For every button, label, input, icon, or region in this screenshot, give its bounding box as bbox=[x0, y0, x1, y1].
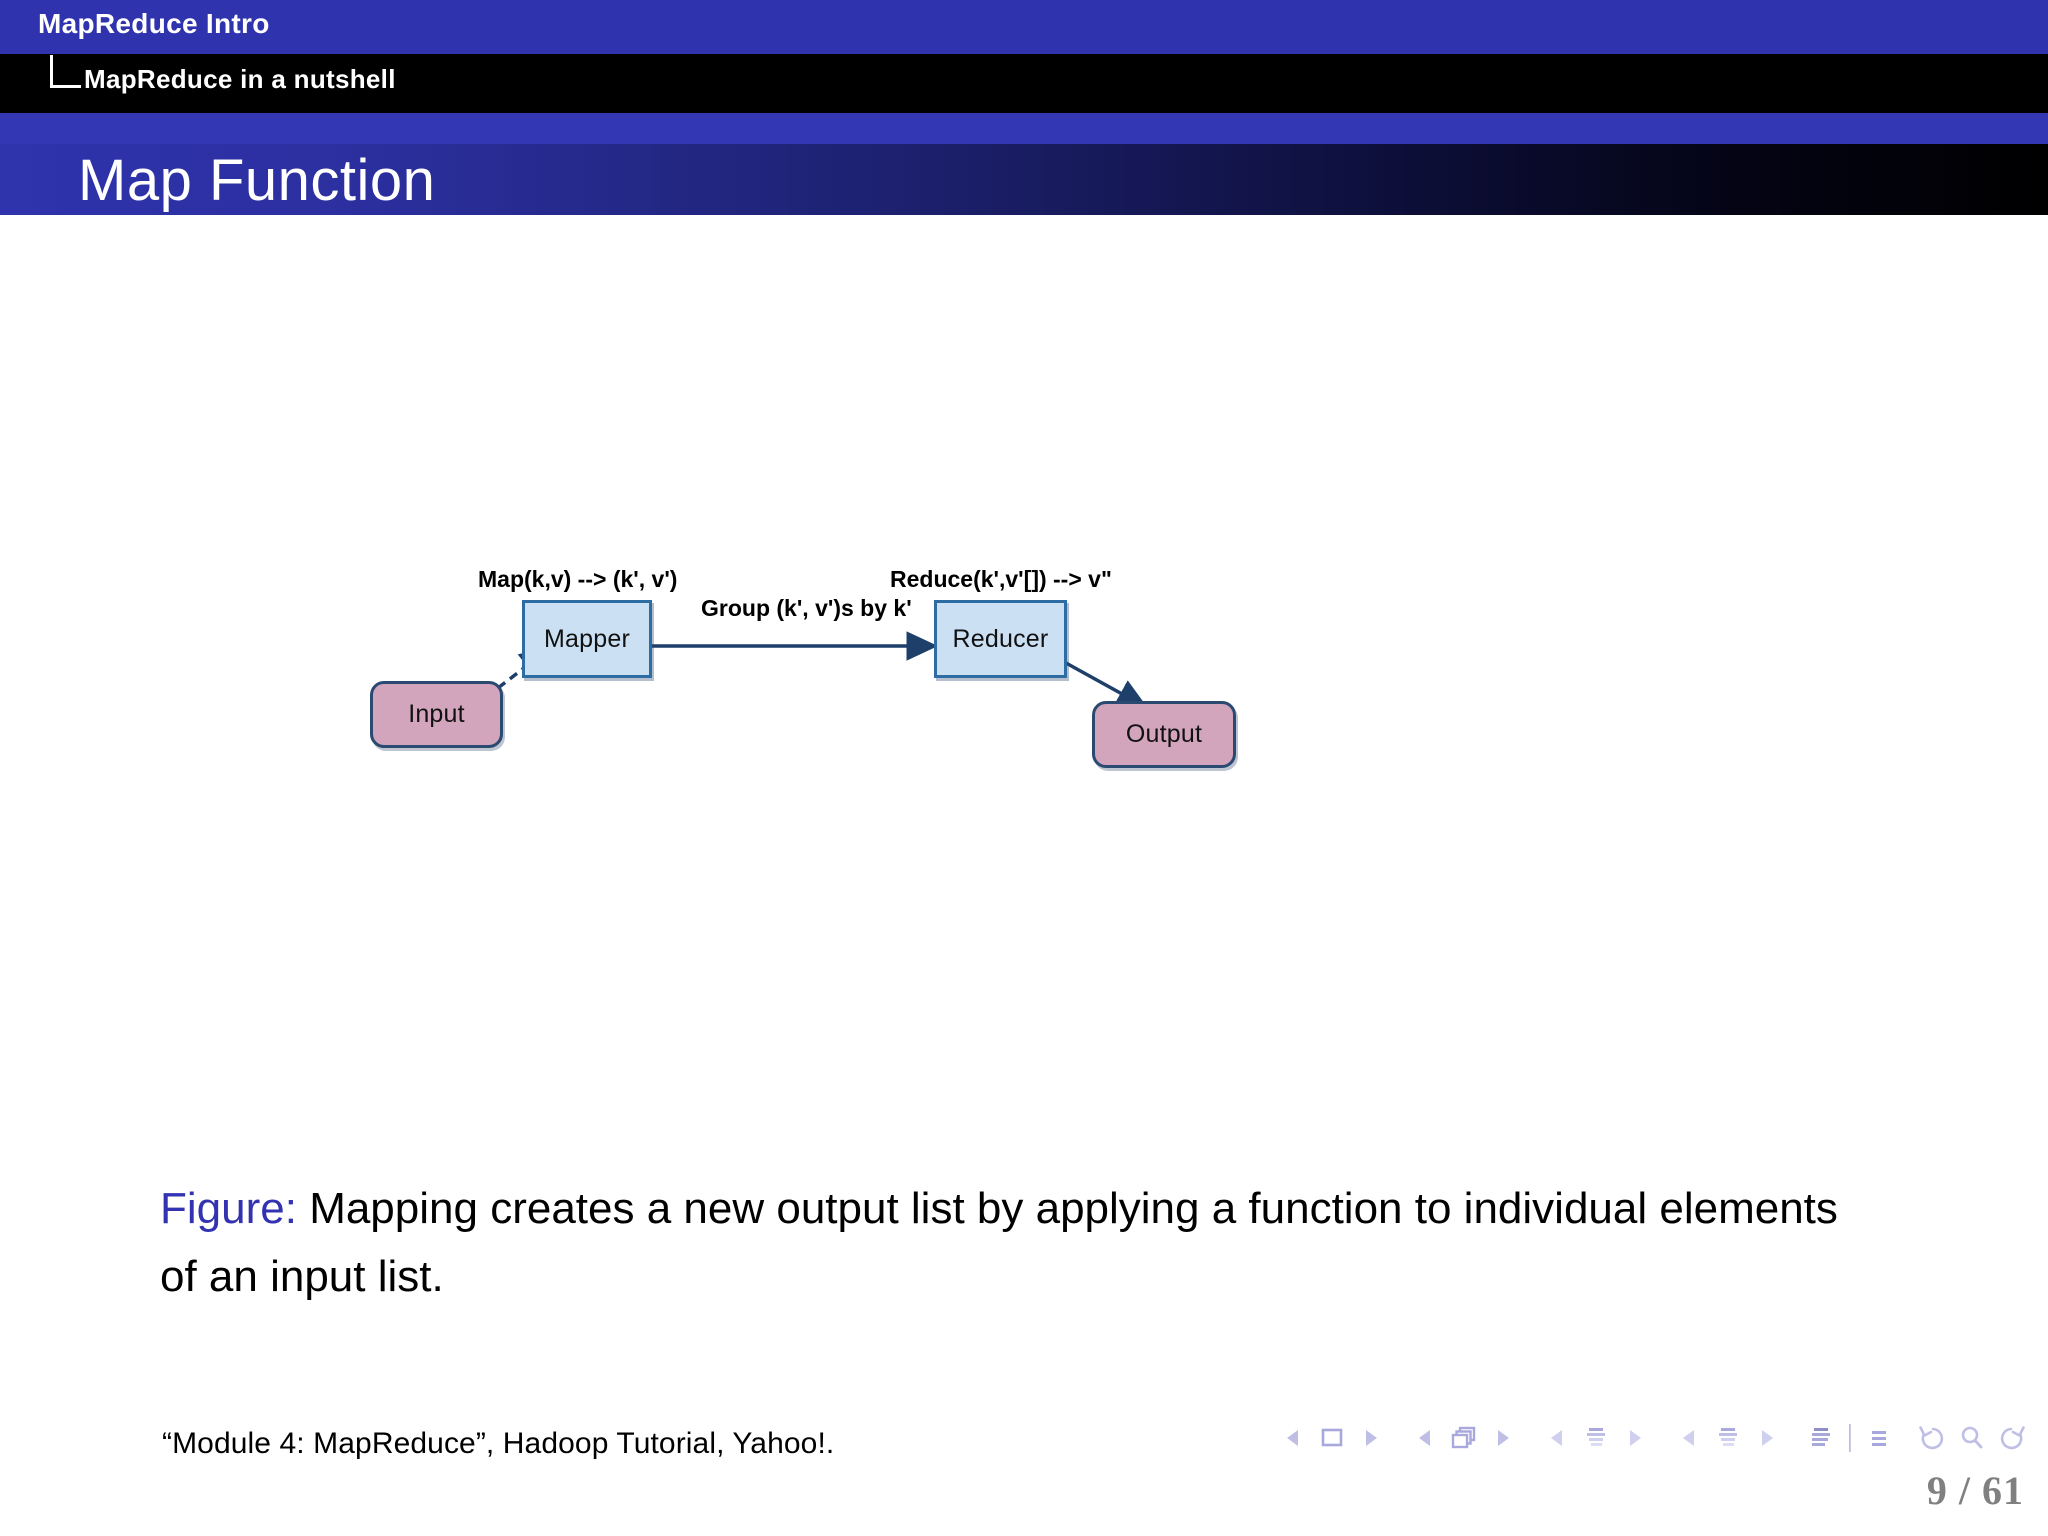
next-section-icon[interactable] bbox=[1752, 1421, 1782, 1455]
breadcrumb-subsection-group[interactable]: MapReduce in a nutshell bbox=[50, 55, 396, 96]
mapreduce-flow-diagram: Map(k,v) --> (k', v') Group (k', v')s by… bbox=[370, 555, 1590, 845]
breadcrumb-elbow-icon bbox=[50, 55, 81, 88]
frame-icon[interactable] bbox=[1449, 1421, 1479, 1455]
doc-begin-icon[interactable] bbox=[1806, 1421, 1836, 1455]
diagram-node-input[interactable]: Input bbox=[370, 681, 503, 748]
figure-caption: Figure: Mapping creates a new output lis… bbox=[160, 1175, 1840, 1311]
next-subsection-icon[interactable] bbox=[1620, 1421, 1650, 1455]
nav-group-document bbox=[1806, 1421, 1894, 1455]
slide-icon[interactable] bbox=[1317, 1421, 1347, 1455]
beamer-navigation-bar[interactable] bbox=[1278, 1416, 2034, 1460]
citation-footnote: “Module 4: MapReduce”, Hadoop Tutorial, … bbox=[162, 1427, 835, 1460]
slide-headline: MapReduce Intro MapReduce in a nutshell bbox=[0, 0, 2048, 113]
breadcrumb-section[interactable]: MapReduce Intro bbox=[38, 8, 270, 39]
nav-group-section bbox=[1674, 1421, 1782, 1455]
prev-frame-icon[interactable] bbox=[1410, 1421, 1440, 1455]
search-icon[interactable] bbox=[1957, 1421, 1987, 1455]
nav-group-history bbox=[1918, 1421, 2026, 1455]
section-icon[interactable] bbox=[1713, 1421, 1743, 1455]
prev-section-icon[interactable] bbox=[1674, 1421, 1704, 1455]
diagram-node-reducer-label: Reducer bbox=[952, 624, 1049, 653]
frame-title-gradient bbox=[0, 144, 2048, 215]
diagram-label-map: Map(k,v) --> (k', v') bbox=[478, 566, 678, 592]
next-slide-icon[interactable] bbox=[1356, 1421, 1386, 1455]
page-number: 9 / 61 bbox=[1926, 1468, 2024, 1513]
diagram-node-mapper-label: Mapper bbox=[544, 624, 630, 653]
breadcrumb-subsection: MapReduce in a nutshell bbox=[84, 64, 396, 94]
frame-title-band: Map Function bbox=[0, 113, 2048, 215]
doc-end-icon[interactable] bbox=[1864, 1421, 1894, 1455]
headline-subsection-bar bbox=[0, 54, 2048, 113]
headline-section-bar bbox=[0, 0, 2048, 54]
diagram-node-output-label: Output bbox=[1125, 720, 1203, 748]
figure-caption-keyword: Figure: bbox=[160, 1184, 297, 1233]
frame-title-upper-stripe bbox=[0, 113, 2048, 144]
forward-icon[interactable] bbox=[1996, 1421, 2026, 1455]
slide-body: Map(k,v) --> (k', v') Group (k', v')s by… bbox=[0, 215, 2048, 1536]
diagram-label-group: Group (k', v')s by k' bbox=[701, 595, 912, 621]
figure-caption-text: Mapping creates a new output list by app… bbox=[160, 1184, 1838, 1301]
subsection-icon[interactable] bbox=[1581, 1421, 1611, 1455]
page-title: Map Function bbox=[78, 148, 436, 213]
nav-group-frame bbox=[1410, 1421, 1518, 1455]
diagram-node-mapper[interactable]: Mapper bbox=[522, 600, 652, 678]
diagram-label-reduce: Reduce(k',v'[]) --> v" bbox=[890, 566, 1112, 592]
nav-group-subsection bbox=[1542, 1421, 1650, 1455]
nav-group-slide bbox=[1278, 1421, 1386, 1455]
diagram-node-input-label: Input bbox=[408, 700, 465, 728]
doc-separator bbox=[1845, 1421, 1855, 1455]
diagram-node-reducer[interactable]: Reducer bbox=[934, 600, 1067, 678]
diagram-node-output[interactable]: Output bbox=[1092, 701, 1236, 768]
back-icon[interactable] bbox=[1918, 1421, 1948, 1455]
diagram-arrows bbox=[496, 631, 1149, 709]
next-frame-icon[interactable] bbox=[1488, 1421, 1518, 1455]
prev-slide-icon[interactable] bbox=[1278, 1421, 1308, 1455]
prev-subsection-icon[interactable] bbox=[1542, 1421, 1572, 1455]
figure-image: Map(k,v) --> (k', v') Group (k', v')s by… bbox=[0, 555, 2048, 845]
